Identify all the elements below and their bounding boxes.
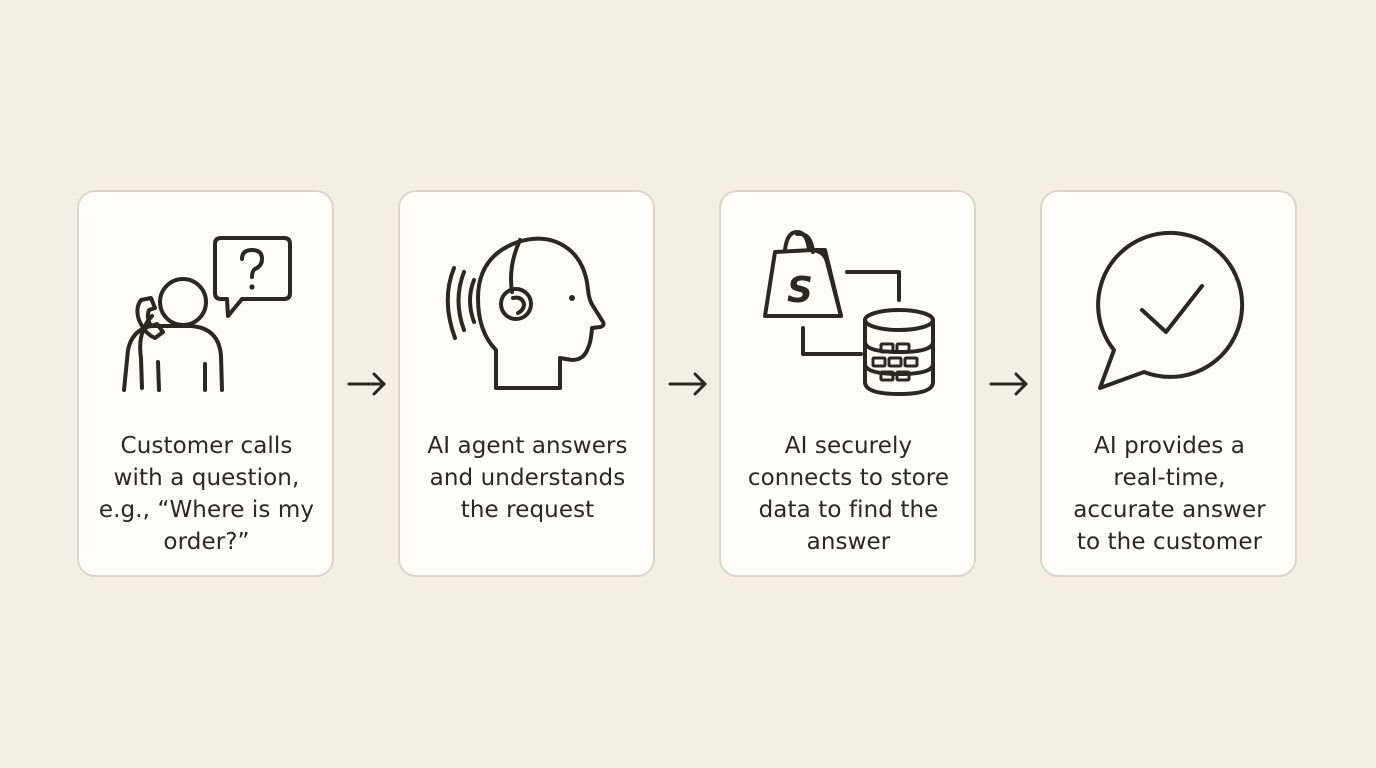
arrow-right-icon bbox=[346, 370, 388, 398]
check-speech-bubble-icon bbox=[1042, 192, 1299, 422]
step-card-customer-call: Customer calls with a question, e.g., “W… bbox=[77, 190, 334, 577]
step-caption: AI agent answers and understands the req… bbox=[427, 433, 628, 523]
store-database-connection-icon: S bbox=[721, 192, 978, 422]
arrow-right-icon bbox=[988, 370, 1030, 398]
store-brand-letter: S bbox=[787, 270, 813, 311]
step-caption: Customer calls with a question, e.g., “W… bbox=[98, 433, 315, 555]
step-card-store-data: S AI securely connects to store data to … bbox=[719, 190, 976, 577]
step-caption: AI securely connects to store data to fi… bbox=[747, 433, 950, 555]
step-card-answer: AI provides a real-time, accurate answer… bbox=[1040, 190, 1297, 577]
customer-phone-question-icon bbox=[79, 192, 336, 422]
ai-agent-listening-head-icon bbox=[400, 192, 657, 422]
step-card-ai-agent: AI agent answers and understands the req… bbox=[398, 190, 655, 577]
arrow-right-icon bbox=[667, 370, 709, 398]
step-caption: AI provides a real-time, accurate answer… bbox=[1073, 433, 1266, 555]
